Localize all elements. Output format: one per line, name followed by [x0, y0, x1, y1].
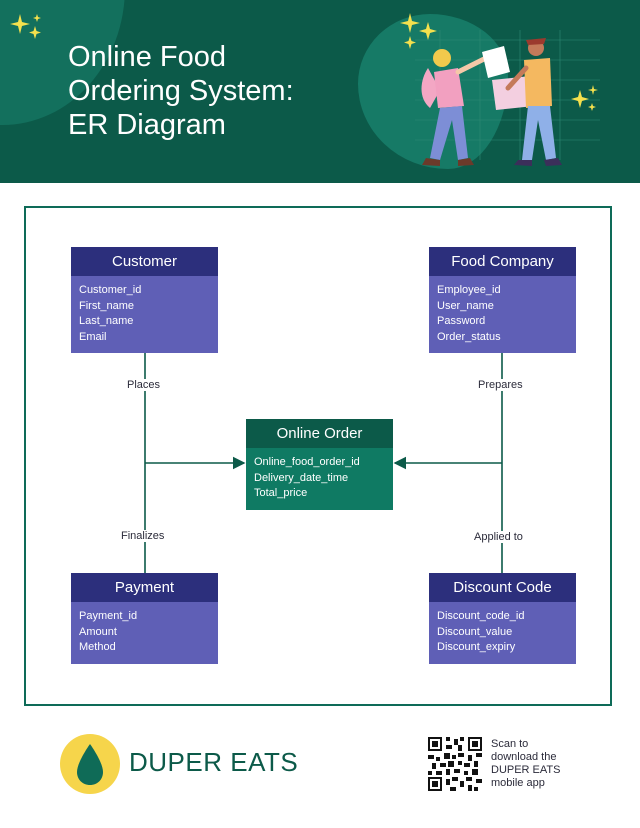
relationship-applied-to: Applied to	[471, 531, 526, 543]
attribute: Discount_value	[437, 625, 513, 638]
relationship-prepares: Prepares	[475, 379, 526, 391]
entity-title: Payment	[71, 573, 218, 602]
entity-online-order[interactable]: Online Order Online_food_order_id Delive…	[246, 419, 393, 510]
people-illustration	[400, 13, 600, 166]
attribute: Payment_id	[79, 610, 138, 622]
qr-code-icon[interactable]	[428, 737, 482, 791]
title-line: Ordering System:	[68, 75, 294, 107]
qr-caption-line: DUPER EATS	[491, 764, 561, 776]
attribute: Employee_id	[437, 284, 501, 296]
entity-attributes: Employee_id User_name Password Order_sta…	[429, 276, 576, 353]
entity-attributes: Payment_id Amount Method	[71, 602, 218, 664]
attribute: Discount_code_id	[437, 610, 525, 622]
relationship-finalizes: Finalizes	[118, 530, 168, 542]
entity-title: Online Order	[246, 419, 393, 448]
attribute: Order_status	[437, 330, 501, 343]
qr-caption: Scan to download the DUPER EATS mobile a…	[491, 738, 601, 790]
attribute: Discount_expiry	[437, 641, 516, 653]
water-drop-icon	[77, 744, 103, 785]
qr-caption-line: download the	[491, 751, 557, 763]
attribute: Delivery_date_time	[254, 471, 349, 484]
entity-title: Food Company	[429, 247, 576, 276]
entity-attributes: Customer_id First_name Last_name Email	[71, 276, 218, 353]
brand-name: DUPER EATS	[129, 747, 299, 777]
attribute: User_name	[437, 299, 494, 312]
entity-customer[interactable]: Customer Customer_id First_name Last_nam…	[71, 247, 218, 353]
brand-logo	[60, 734, 120, 794]
attribute: Password	[437, 315, 486, 327]
attribute: Amount	[79, 625, 117, 638]
title-line: Online Food	[68, 41, 226, 73]
entity-attributes: Online_food_order_id Delivery_date_time …	[246, 448, 393, 510]
entity-title: Discount Code	[429, 573, 576, 602]
page-title: Online Food Ordering System: ER Diagram	[68, 40, 368, 142]
entity-attributes: Discount_code_id Discount_value Discount…	[429, 602, 576, 664]
title-line: ER Diagram	[68, 109, 226, 141]
attribute: Last_name	[79, 315, 134, 327]
attribute: First_name	[79, 299, 135, 312]
attribute: Online_food_order_id	[254, 456, 360, 468]
relationship-places: Places	[124, 379, 164, 391]
entity-payment[interactable]: Payment Payment_id Amount Method	[71, 573, 218, 664]
entity-title: Customer	[71, 247, 218, 276]
qr-caption-line: Scan to	[491, 738, 529, 750]
attribute: Customer_id	[79, 284, 142, 296]
qr-caption-line: mobile app	[491, 777, 545, 789]
attribute: Email	[79, 330, 107, 343]
entity-discount-code[interactable]: Discount Code Discount_code_id Discount_…	[429, 573, 576, 664]
attribute: Method	[79, 641, 116, 653]
sparkle-icon	[10, 14, 41, 39]
entity-food-company[interactable]: Food Company Employee_id User_name Passw…	[429, 247, 576, 353]
diagram-frame	[24, 206, 612, 706]
header-banner: Online Food Ordering System: ER Diagram	[0, 0, 640, 183]
attribute: Total_price	[254, 487, 308, 499]
